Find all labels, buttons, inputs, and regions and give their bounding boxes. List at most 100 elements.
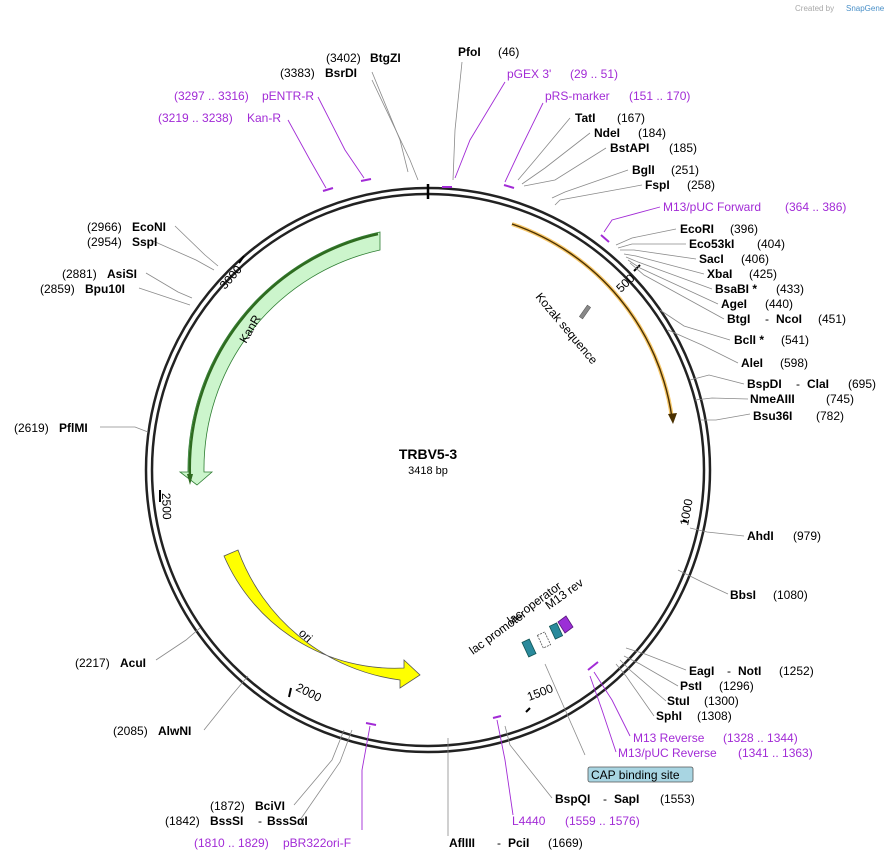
pleader-m13rev bbox=[593, 671, 631, 737]
svg-text:(598): (598) bbox=[780, 356, 808, 370]
primer-mark-pentr bbox=[360, 178, 372, 182]
leader-xbai bbox=[623, 253, 705, 275]
enzyme-bspqi-sapi[interactable]: BspQI-SapI(1553) bbox=[555, 792, 695, 806]
primer-kan-r[interactable]: (3219 .. 3238)Kan-R bbox=[158, 111, 281, 125]
leader-pflmi bbox=[100, 426, 149, 433]
primer-pgex3[interactable]: pGEX 3'(29 .. 51) bbox=[507, 67, 618, 81]
leader-acui bbox=[155, 627, 201, 661]
svg-text:PciI: PciI bbox=[508, 836, 529, 850]
leader-btgi bbox=[629, 262, 725, 320]
leader-alwni bbox=[203, 675, 249, 731]
leader-asisi bbox=[145, 272, 193, 299]
primer-m13-puc-reverse[interactable]: M13/pUC Reverse(1341 .. 1363) bbox=[618, 746, 813, 760]
primer-mark-m13rev bbox=[587, 661, 599, 671]
pleader-prs bbox=[504, 102, 544, 183]
enzyme-bstapi[interactable]: BstAPI(185) bbox=[610, 141, 697, 155]
enzyme-bsabi[interactable]: BsaBI *(433) bbox=[715, 282, 804, 296]
primer-m13-puc-forward[interactable]: M13/pUC Forward(364 .. 386) bbox=[663, 200, 846, 214]
svg-text:pENTR-R: pENTR-R bbox=[262, 89, 314, 103]
enzyme-stui[interactable]: StuI(1300) bbox=[667, 694, 739, 708]
enzyme-alwni[interactable]: (2085)AlwNI bbox=[113, 724, 191, 738]
tick-mark-500 bbox=[633, 264, 641, 272]
svg-text:AsiSI: AsiSI bbox=[107, 267, 137, 281]
enzyme-bcli[interactable]: BclI *(541) bbox=[734, 333, 809, 347]
primer-m13-reverse[interactable]: M13 Reverse(1328 .. 1344) bbox=[633, 731, 798, 745]
enzyme-btgzi[interactable]: (3402)BtgZI bbox=[326, 51, 401, 65]
primer-pbr322ori-f[interactable]: (1810 .. 1829)pBR322ori-F bbox=[194, 836, 351, 850]
enzyme-afliii-pcii[interactable]: AflIII-PciI(1669) bbox=[449, 836, 583, 850]
svg-text:(2966): (2966) bbox=[87, 220, 122, 234]
svg-text:(167): (167) bbox=[617, 111, 645, 125]
svg-text:(433): (433) bbox=[776, 282, 804, 296]
enzyme-bbsi[interactable]: BbsI(1080) bbox=[730, 588, 808, 602]
cap-box[interactable] bbox=[587, 766, 694, 783]
svg-text:(440): (440) bbox=[765, 297, 793, 311]
enzyme-psti[interactable]: PstI(1296) bbox=[680, 679, 754, 693]
svg-text:EcoNI: EcoNI bbox=[132, 220, 166, 234]
enzyme-xbai[interactable]: XbaI(425) bbox=[707, 267, 777, 281]
svg-text:AleI: AleI bbox=[741, 356, 763, 370]
kozak-marker[interactable] bbox=[578, 304, 592, 320]
plasmid-length: 3418 bp bbox=[408, 465, 448, 477]
svg-text:(1810 .. 1829): (1810 .. 1829) bbox=[194, 836, 269, 850]
enzyme-sphi[interactable]: SphI(1308) bbox=[656, 709, 732, 723]
svg-text:TatI: TatI bbox=[575, 111, 595, 125]
enzyme-bspdi-clai[interactable]: BspDI-ClaI(695) bbox=[747, 377, 876, 391]
leader-eagi bbox=[625, 647, 687, 671]
lac-promoter-marker[interactable] bbox=[521, 638, 537, 658]
svg-text:(251): (251) bbox=[671, 163, 699, 177]
enzyme-ahdi[interactable]: AhdI(979) bbox=[747, 529, 821, 543]
enzyme-ecori[interactable]: EcoRI(396) bbox=[680, 222, 758, 236]
enzyme-saci[interactable]: SacI(406) bbox=[699, 252, 769, 266]
enzyme-eco53ki[interactable]: Eco53kI(404) bbox=[689, 237, 785, 251]
svg-text:(404): (404) bbox=[757, 237, 785, 251]
kanr-arrow[interactable] bbox=[178, 231, 381, 486]
svg-text:-: - bbox=[603, 792, 607, 806]
enzyme-sspi[interactable]: (2954)SspI bbox=[87, 235, 157, 249]
svg-text:BstAPI: BstAPI bbox=[610, 141, 649, 155]
enzyme-pfoi[interactable]: PfoI(46) bbox=[458, 45, 519, 59]
enzyme-bgli[interactable]: BglI(251) bbox=[632, 163, 699, 177]
svg-text:(2085): (2085) bbox=[113, 724, 148, 738]
ori-arrow[interactable] bbox=[223, 549, 421, 689]
svg-text:PstI: PstI bbox=[680, 679, 702, 693]
enzyme-bcivi[interactable]: (1872)BciVI bbox=[210, 799, 285, 813]
enzyme-pflmi[interactable]: (2619)PflMI bbox=[14, 421, 88, 435]
enzyme-fspi[interactable]: FspI (258) bbox=[645, 178, 715, 192]
svg-text:BsrDI: BsrDI bbox=[325, 66, 357, 80]
lac-operator-marker[interactable] bbox=[536, 631, 552, 649]
enzyme-btgi-ncoi[interactable]: BtgI-NcoI(451) bbox=[727, 312, 846, 326]
primer-prs-marker[interactable]: pRS-marker(151 .. 170) bbox=[545, 89, 690, 103]
enzyme-ndei[interactable]: NdeI(184) bbox=[594, 126, 666, 140]
enzyme-asisi[interactable]: (2881)AsiSI bbox=[62, 267, 137, 281]
enzyme-tati[interactable]: TatI (167) bbox=[575, 111, 645, 125]
svg-text:(2859): (2859) bbox=[40, 282, 75, 296]
enzyme-acui[interactable]: (2217)AcuI bbox=[75, 656, 146, 670]
enzyme-eagi-noti[interactable]: EagI-NotI(1252) bbox=[689, 664, 814, 678]
leader-agei bbox=[627, 259, 719, 305]
enzyme-bsssi-bsssai[interactable]: (1842)BssSI-BssSαI bbox=[165, 814, 308, 828]
svg-text:(1669): (1669) bbox=[548, 836, 583, 850]
enzyme-econi[interactable]: (2966) EcoNI bbox=[87, 220, 166, 234]
svg-text:(258): (258) bbox=[687, 178, 715, 192]
plasmid-name: TRBV5-3 bbox=[399, 446, 458, 462]
leader-nmeaiii bbox=[694, 397, 749, 401]
svg-text:BspQI: BspQI bbox=[555, 792, 590, 806]
enzyme-alei[interactable]: AleI (598) bbox=[741, 356, 808, 370]
m13-rev-marker[interactable] bbox=[557, 615, 574, 634]
orange-orf-line bbox=[511, 223, 673, 419]
svg-text:FspI: FspI bbox=[645, 178, 670, 192]
tick-mark-1500 bbox=[525, 707, 531, 713]
leader-bcli bbox=[659, 309, 731, 341]
enzyme-nmeaiii[interactable]: NmeAIII(745) bbox=[750, 392, 854, 406]
enzyme-bsu36i[interactable]: Bsu36I(782) bbox=[753, 409, 844, 423]
enzyme-bpu10i[interactable]: (2859)Bpu10I bbox=[40, 282, 125, 296]
cap-marker[interactable] bbox=[548, 622, 564, 640]
svg-text:SacI: SacI bbox=[699, 252, 724, 266]
svg-text:Kan-R: Kan-R bbox=[247, 111, 281, 125]
features: KanR Kozak sequence ori lac operator lac… bbox=[178, 222, 694, 783]
primer-pentr-r[interactable]: (3297 .. 3316)pENTR-R bbox=[174, 89, 314, 103]
enzyme-agei[interactable]: AgeI(440) bbox=[721, 297, 793, 311]
primer-l4440[interactable]: L4440(1559 .. 1576) bbox=[512, 814, 640, 828]
enzyme-bsrdi[interactable]: (3383)BsrDI bbox=[280, 66, 357, 80]
